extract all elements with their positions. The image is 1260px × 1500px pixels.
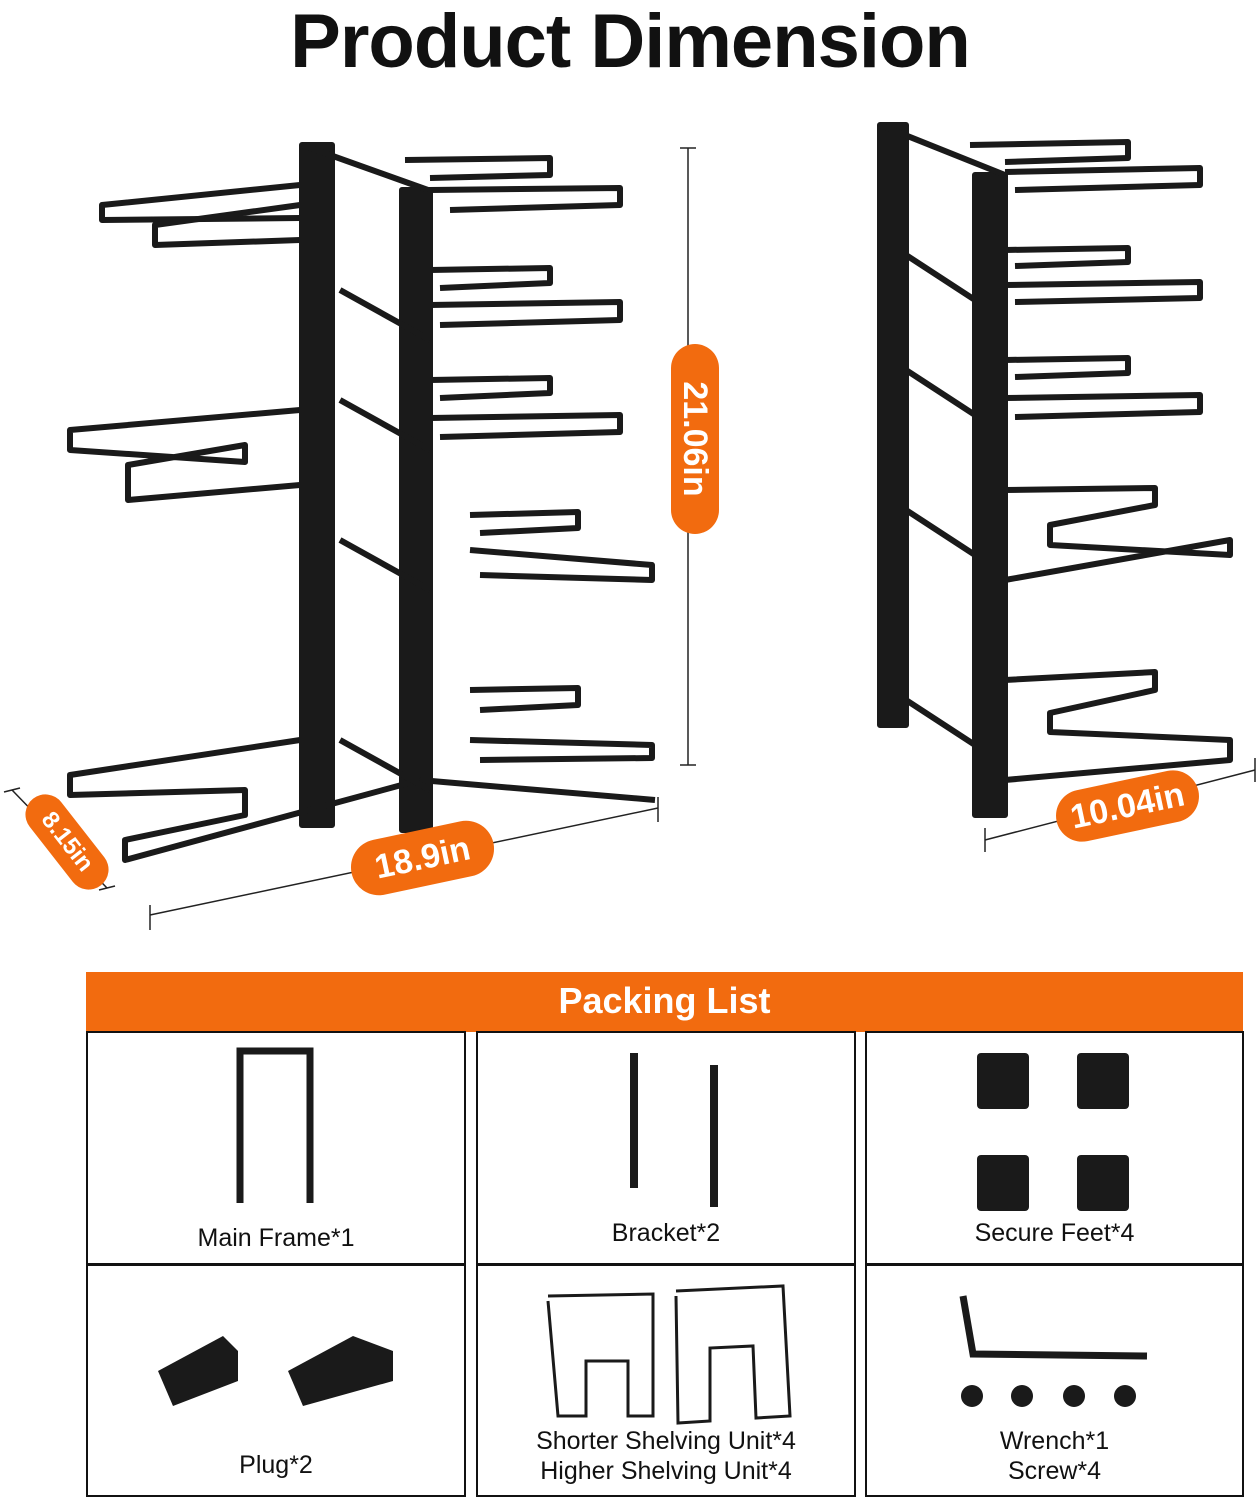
packing-item-plug: Plug*2 [86,1264,466,1497]
rack-post-front [399,187,433,833]
bracket-icon [630,1053,718,1207]
item-label: Shorter Shelving Unit*4 [536,1427,796,1455]
rack-illustration [3,122,1256,930]
packing-item-shelving-units: Shorter Shelving Unit*4 Higher Shelving … [476,1264,856,1497]
plug-icon [158,1336,393,1406]
shelving-unit-icon [546,1284,792,1425]
height-dimension-badge: 21.06in [671,344,719,534]
item-label: Secure Feet*4 [974,1219,1135,1247]
item-label-secondary: Higher Shelving Unit*4 [540,1457,792,1485]
packing-list-header: Packing List [86,972,1243,1032]
item-label: Wrench*1 [999,1427,1110,1455]
item-label: Plug*2 [239,1451,313,1479]
item-label-secondary: Screw*4 [1007,1457,1102,1485]
page-title: Product Dimension [290,0,971,84]
secure-feet-icon [977,1053,1129,1211]
rack-post-back [299,142,335,828]
item-label: Main Frame*1 [197,1224,355,1252]
packing-item-wrench-screws: Wrench*1 Screw*4 [865,1264,1244,1497]
wrench-screw-icon [959,1295,1148,1407]
item-label: Bracket*2 [611,1219,721,1247]
main-frame-icon [236,1047,314,1203]
packing-item-bracket: Bracket*2 [476,1031,856,1265]
packing-item-main-frame: Main Frame*1 [86,1031,466,1265]
packing-item-secure-feet: Secure Feet*4 [865,1031,1244,1265]
